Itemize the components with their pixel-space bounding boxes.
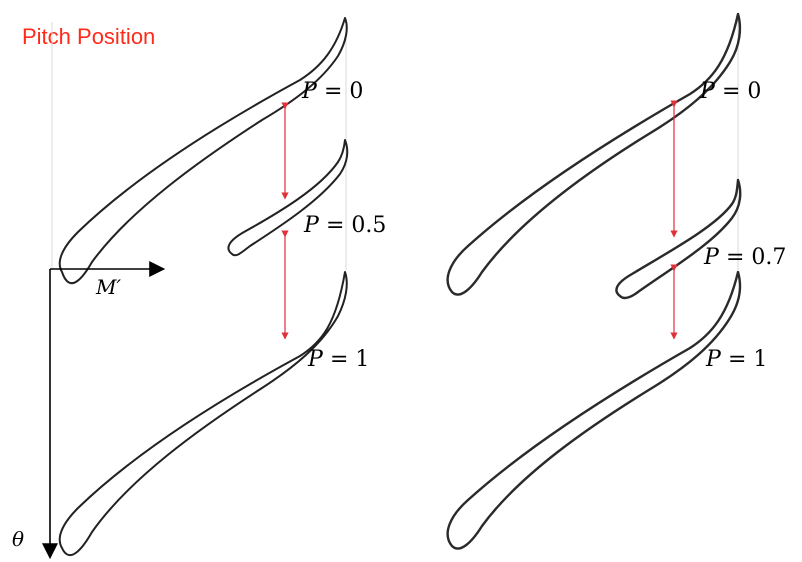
m-prime-label: M′ <box>95 275 121 299</box>
label-eq: = 0.7 <box>726 245 786 270</box>
label-var: P <box>703 245 720 270</box>
blade-p0-right <box>446 12 742 296</box>
blade-p07-right <box>615 178 742 300</box>
label-var: P <box>705 347 722 372</box>
label-eq: = 1 <box>330 347 369 372</box>
blade-p0-left <box>58 17 348 285</box>
label-right-p1: P = 1 <box>705 347 767 372</box>
label-left-p0: P = 0 <box>301 79 363 104</box>
label-eq: = 0 <box>722 79 761 104</box>
label-left-p05: P = 0.5 <box>303 213 386 238</box>
left-panel: P = 0 P = 0.5 P = 1 M′ θ <box>12 17 386 560</box>
right-panel: P = 0 P = 0.7 P = 1 <box>446 12 786 550</box>
label-var: P <box>307 347 324 372</box>
theta-label: θ <box>12 527 24 551</box>
blade-p1-right <box>446 270 742 550</box>
label-right-p0: P = 0 <box>699 79 761 104</box>
diagram-title: Pitch Position <box>22 24 155 49</box>
label-eq: = 0 <box>324 79 363 104</box>
blade-p1-left <box>58 271 348 557</box>
label-var: P <box>301 79 318 104</box>
label-left-p1: P = 1 <box>307 347 369 372</box>
label-eq: = 0.5 <box>326 213 386 238</box>
label-right-p07: P = 0.7 <box>703 245 786 270</box>
blade-p05-left <box>227 139 349 257</box>
label-var: P <box>699 79 716 104</box>
label-var: P <box>303 213 320 238</box>
label-eq: = 1 <box>728 347 767 372</box>
